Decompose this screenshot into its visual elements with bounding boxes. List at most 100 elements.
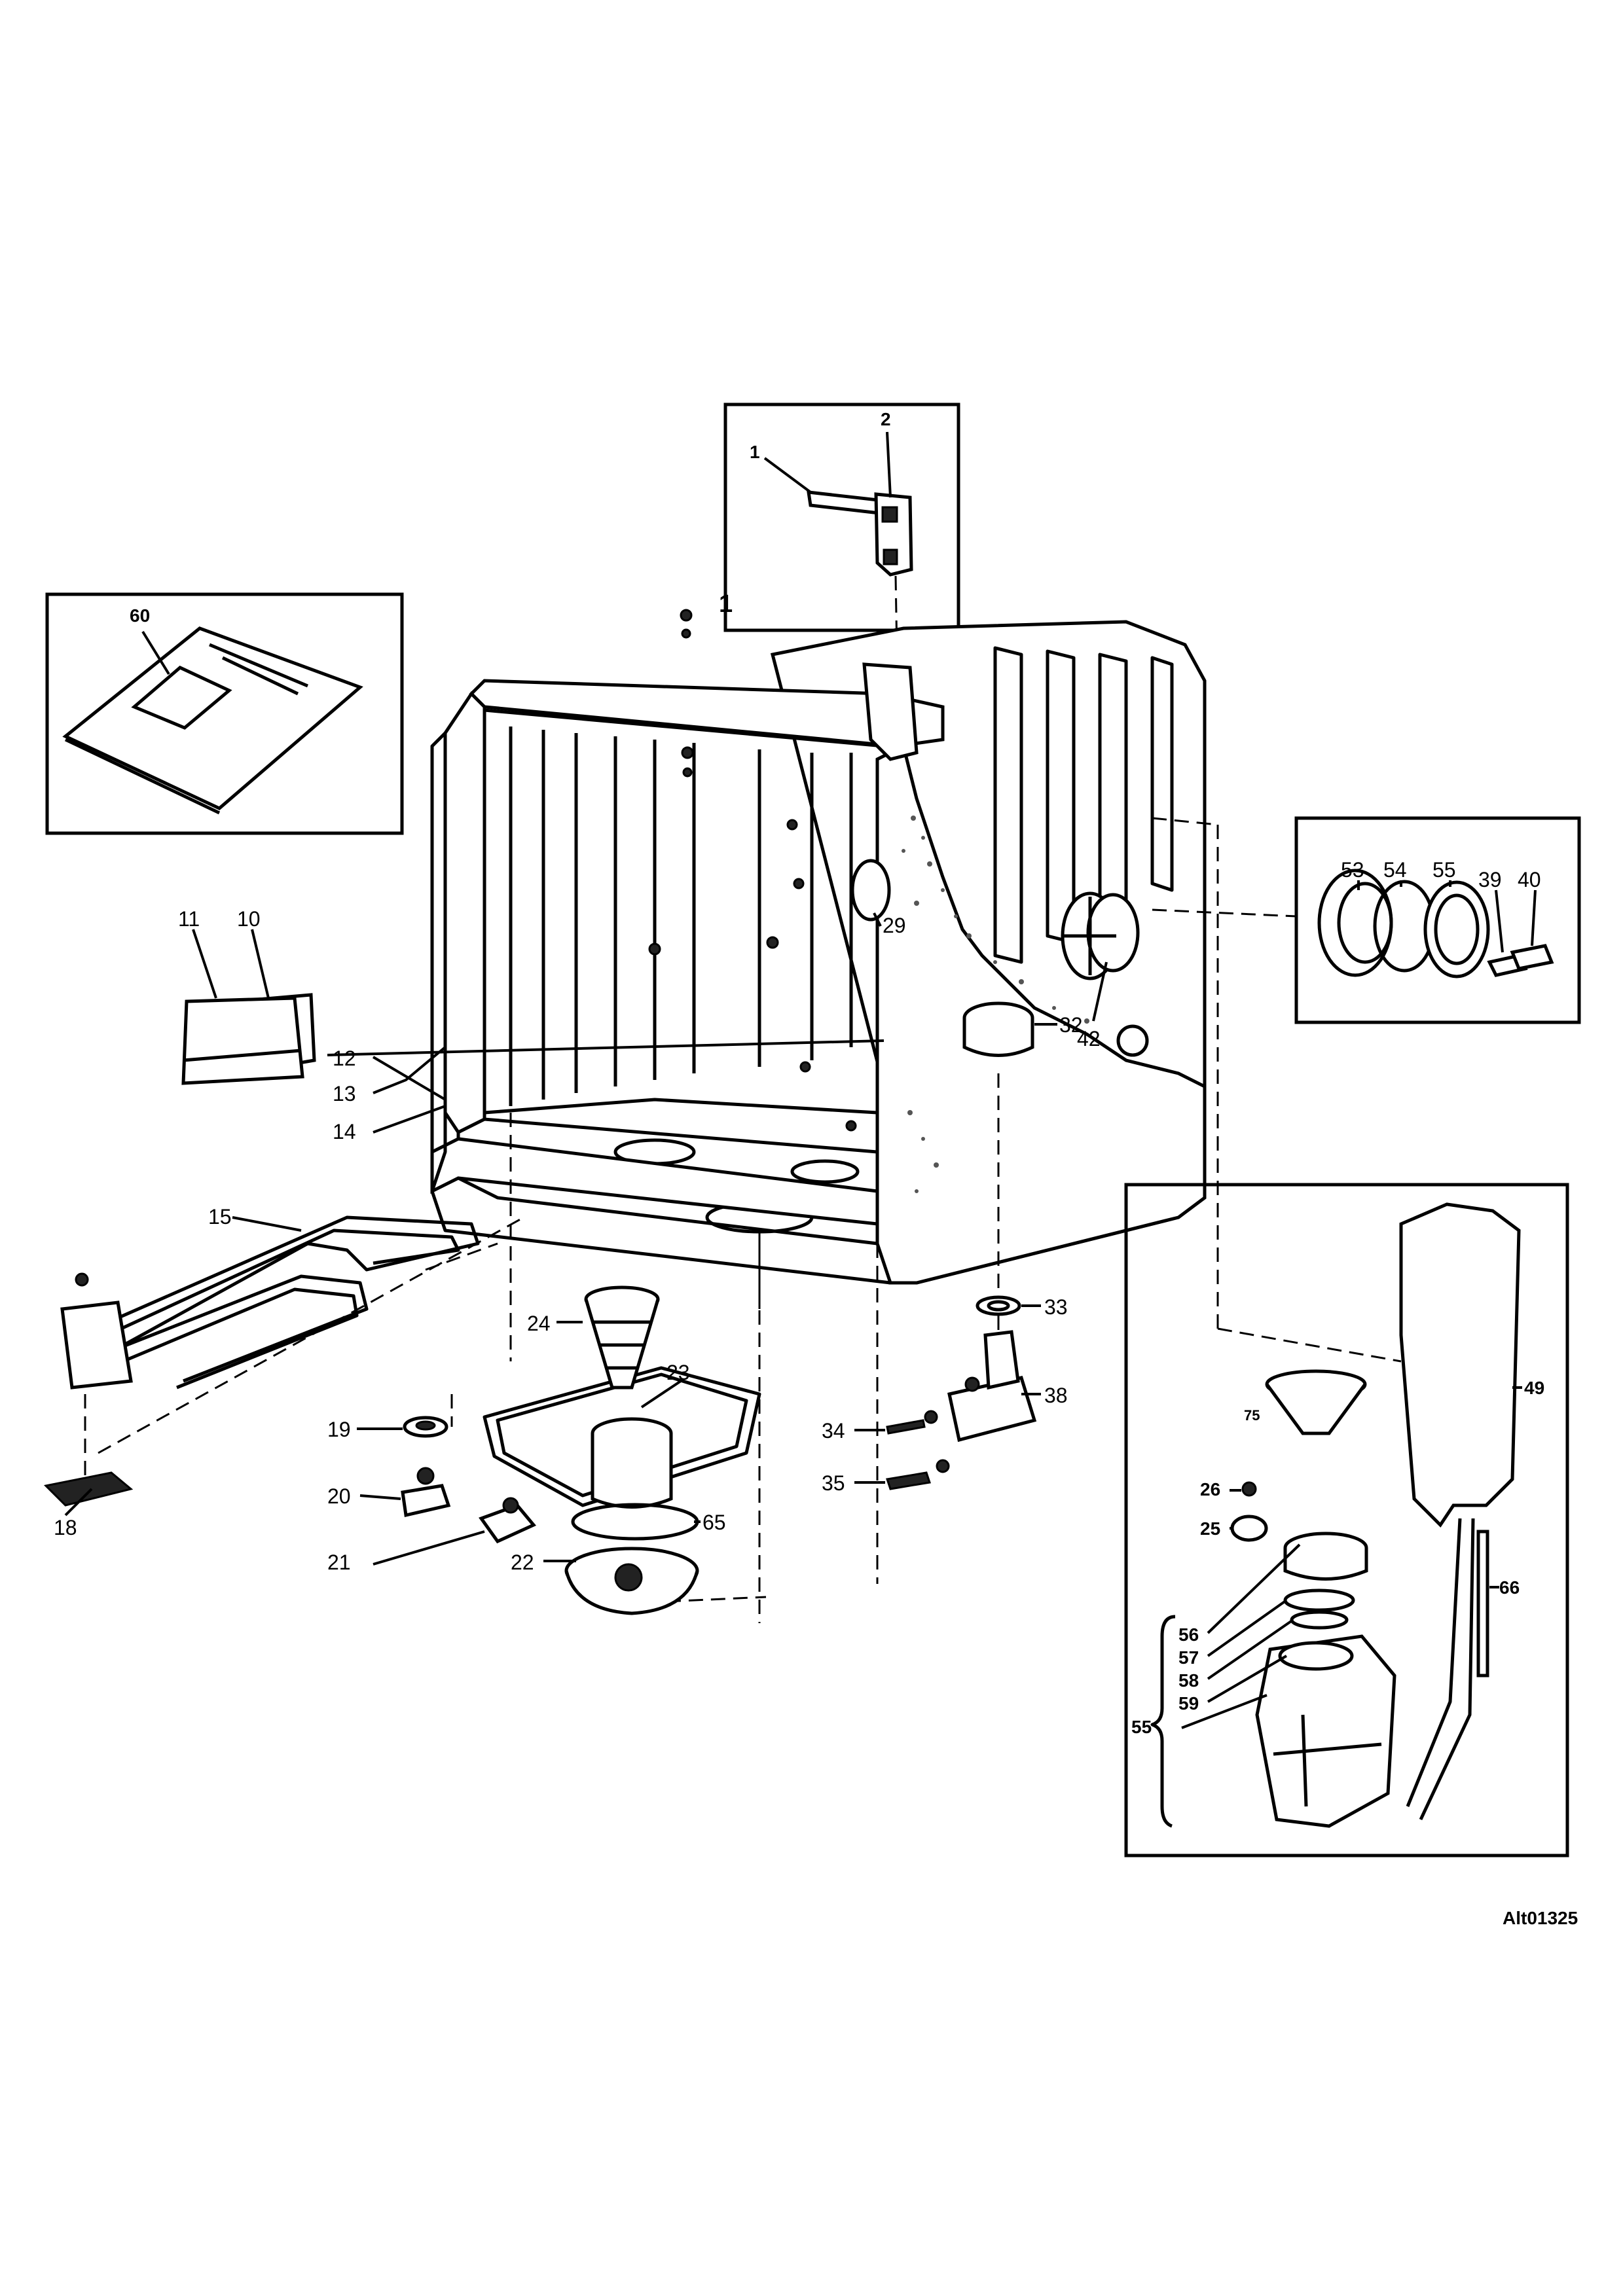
leader-59 xyxy=(1207,1655,1288,1703)
dash-heater-2 xyxy=(425,1242,498,1271)
container-55 xyxy=(1255,1634,1396,1828)
funnel-75-body xyxy=(1265,1383,1367,1435)
dash-53 xyxy=(1152,908,1297,918)
leader-56 xyxy=(1207,1543,1301,1634)
panel-49 xyxy=(1399,1202,1521,1528)
heater-loop-outer xyxy=(77,1215,480,1350)
fitting-32 xyxy=(962,1018,1034,1057)
ring-65 xyxy=(571,1503,699,1541)
tube xyxy=(1406,1518,1462,1807)
leader-11 xyxy=(192,929,217,999)
callout-24: 24 xyxy=(527,1312,551,1335)
side-screw xyxy=(1116,1024,1149,1057)
leader-13 xyxy=(373,1046,447,1094)
container-59-neck xyxy=(1278,1641,1354,1671)
heater-loop-inner xyxy=(84,1274,369,1383)
leader-10 xyxy=(251,929,270,999)
dash-heater-diag xyxy=(98,1216,524,1454)
insulation-texture xyxy=(902,816,1089,1193)
manual-picture xyxy=(131,666,232,730)
container-seam xyxy=(1301,1714,1308,1807)
callout-1: 1 xyxy=(750,442,760,462)
tub-hinge xyxy=(862,662,919,761)
callout-55: 55 xyxy=(1131,1717,1152,1737)
inset-salt-frame xyxy=(1124,1183,1569,1857)
sump-cylinder xyxy=(591,1433,673,1509)
inset-hinge-frame xyxy=(723,403,960,632)
callout-29: 29 xyxy=(883,914,906,937)
sump-parts xyxy=(357,1285,761,1615)
leader-seal-line xyxy=(327,1039,884,1056)
inset-side-port xyxy=(1294,816,1581,1024)
leader-60 xyxy=(141,630,170,675)
callout-65: 65 xyxy=(702,1511,726,1534)
callout-18: 18 xyxy=(54,1516,77,1539)
container-seam xyxy=(1273,1742,1382,1756)
inset-manual xyxy=(45,592,404,835)
inset-salt-container xyxy=(1124,1183,1569,1857)
manual-booklet-part xyxy=(62,626,363,810)
callout-34: 34 xyxy=(822,1419,845,1443)
figure-reference-code: Alt01325 xyxy=(1503,1908,1578,1928)
heater-bracket-18 xyxy=(43,1471,134,1507)
screw xyxy=(845,1120,857,1132)
callout-59: 59 xyxy=(1178,1693,1199,1713)
callout-14: 14 xyxy=(333,1120,356,1143)
leader-2 xyxy=(886,431,892,498)
callout-22: 22 xyxy=(511,1551,534,1574)
callout-53: 53 xyxy=(1341,858,1364,882)
leader-55b xyxy=(1181,1694,1267,1729)
hose-66 xyxy=(1476,1530,1489,1677)
leader-42 xyxy=(1092,961,1108,1022)
leader-21 xyxy=(373,1530,485,1566)
hinge-hole xyxy=(881,506,898,523)
manual-edge xyxy=(64,738,221,815)
callout-2: 2 xyxy=(881,409,891,429)
pin-34 xyxy=(886,1419,926,1435)
callout-49: 49 xyxy=(1524,1378,1544,1398)
seal-11-edge xyxy=(183,1049,302,1062)
gasket-23-inner xyxy=(496,1372,748,1498)
seal-11 xyxy=(181,996,304,1085)
tub-left-edge xyxy=(430,731,447,1193)
callout-15: 15 xyxy=(208,1205,232,1229)
callout-labels: 1 2 1 60 11 10 12 13 14 15 18 19 20 21 2… xyxy=(54,409,1544,1737)
screw xyxy=(786,819,798,831)
leader-1 xyxy=(763,457,812,493)
callout-66: 66 xyxy=(1499,1577,1520,1598)
callout-39: 39 xyxy=(1478,868,1502,891)
leader-58 xyxy=(1207,1619,1294,1680)
callout-35: 35 xyxy=(822,1471,845,1495)
screw xyxy=(766,936,779,949)
pump-22 xyxy=(564,1570,699,1615)
leader-39 xyxy=(1495,889,1504,953)
callout-19: 19 xyxy=(327,1418,351,1441)
callout-25: 25 xyxy=(1200,1518,1220,1539)
screw xyxy=(648,942,661,956)
screw xyxy=(793,878,805,889)
callout-60: 60 xyxy=(130,605,150,626)
leader-14 xyxy=(373,1105,446,1134)
tub-assembly xyxy=(430,609,1207,1285)
callout-54: 54 xyxy=(1383,858,1407,882)
level-switch-parts xyxy=(854,912,1108,1490)
heater-loop-mid xyxy=(77,1229,460,1350)
ring-33 xyxy=(976,1295,1021,1316)
callout-58: 58 xyxy=(1178,1670,1199,1691)
tub-top-rim xyxy=(469,679,945,748)
inset-manual-frame xyxy=(45,592,404,835)
leader-57 xyxy=(1207,1599,1288,1657)
leader-15 xyxy=(232,1216,302,1232)
part-25 xyxy=(1230,1515,1268,1542)
door-seal-parts xyxy=(181,929,884,1134)
leader-18 xyxy=(64,1488,93,1516)
callout-57: 57 xyxy=(1178,1647,1199,1668)
screw xyxy=(681,746,694,759)
screw xyxy=(680,609,693,622)
thermostat-20 xyxy=(401,1484,451,1518)
callout-55: 55 xyxy=(1432,858,1456,882)
dash-49c xyxy=(1217,1327,1402,1363)
callout-40: 40 xyxy=(1518,868,1541,891)
tub-base xyxy=(430,1191,891,1285)
